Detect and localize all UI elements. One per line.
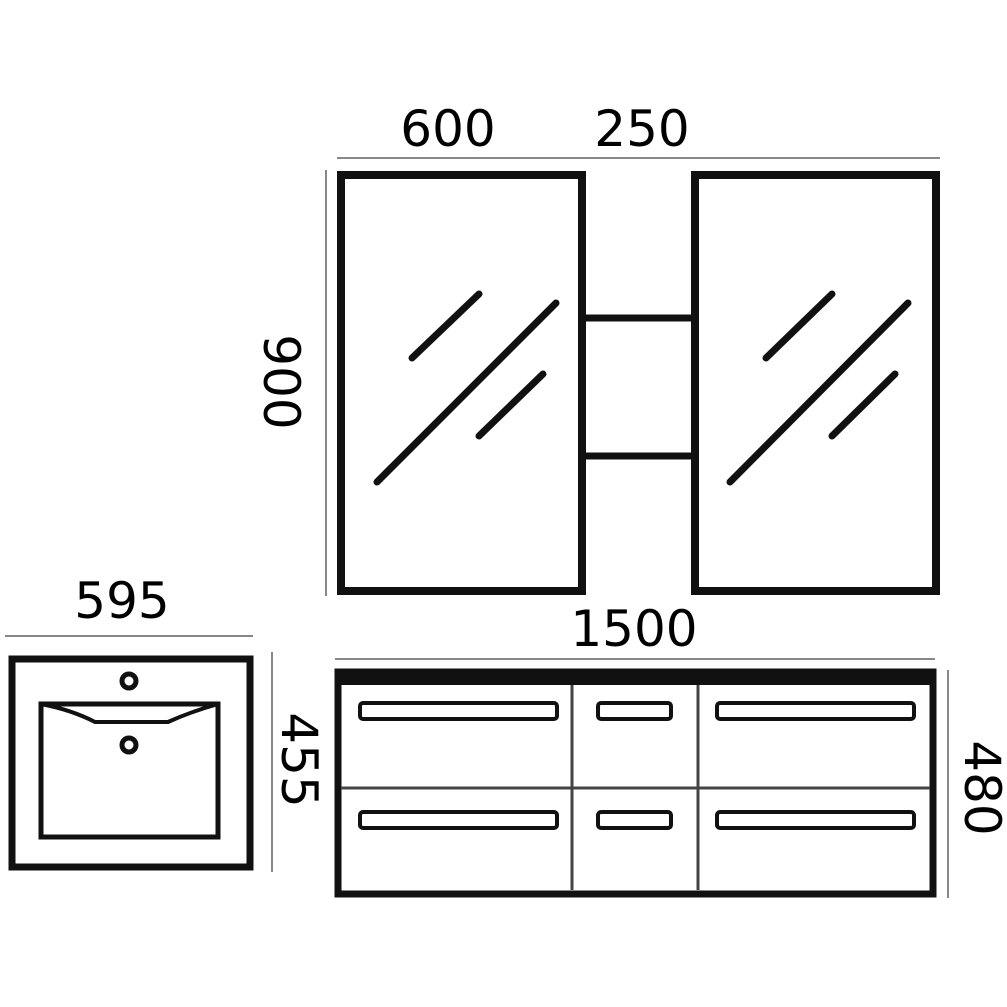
- basin-bowl-back-curve: [40, 702, 219, 724]
- vanity-width-label: 1500: [570, 600, 697, 658]
- basin-bowl: [38, 701, 221, 840]
- drawer-handle-bottom-center: [596, 810, 673, 830]
- drawer-handle-top-center: [596, 701, 673, 721]
- drawer-handle-bottom-left: [358, 810, 559, 830]
- basin-width-label: 595: [74, 572, 169, 630]
- mirror-cabinet: 600 250 900: [252, 100, 940, 596]
- mirror-gap-width-label: 250: [594, 100, 689, 158]
- drawer-handle-top-right: [715, 701, 916, 721]
- vanity-height-label: 480: [953, 740, 1007, 835]
- basin-depth-label: 455: [270, 712, 328, 807]
- drain-icon: [119, 735, 139, 755]
- mirror-door-width-label: 600: [400, 100, 495, 158]
- mirror-reflection-right: [726, 290, 912, 486]
- basin: 595 455: [5, 572, 328, 872]
- mirror-height-label: 900: [252, 334, 310, 429]
- drawer-handle-bottom-right: [715, 810, 916, 830]
- mirror-reflection-left: [373, 290, 560, 486]
- tap-hole-icon: [119, 671, 139, 691]
- mirror-door-right: [691, 171, 940, 595]
- drawer-handles: [358, 701, 916, 830]
- vanity-unit: 1500 480: [334, 600, 1007, 898]
- mirror-door-left: [337, 171, 586, 595]
- drawer-handle-top-left: [358, 701, 559, 721]
- vanity-top-band: [338, 672, 933, 685]
